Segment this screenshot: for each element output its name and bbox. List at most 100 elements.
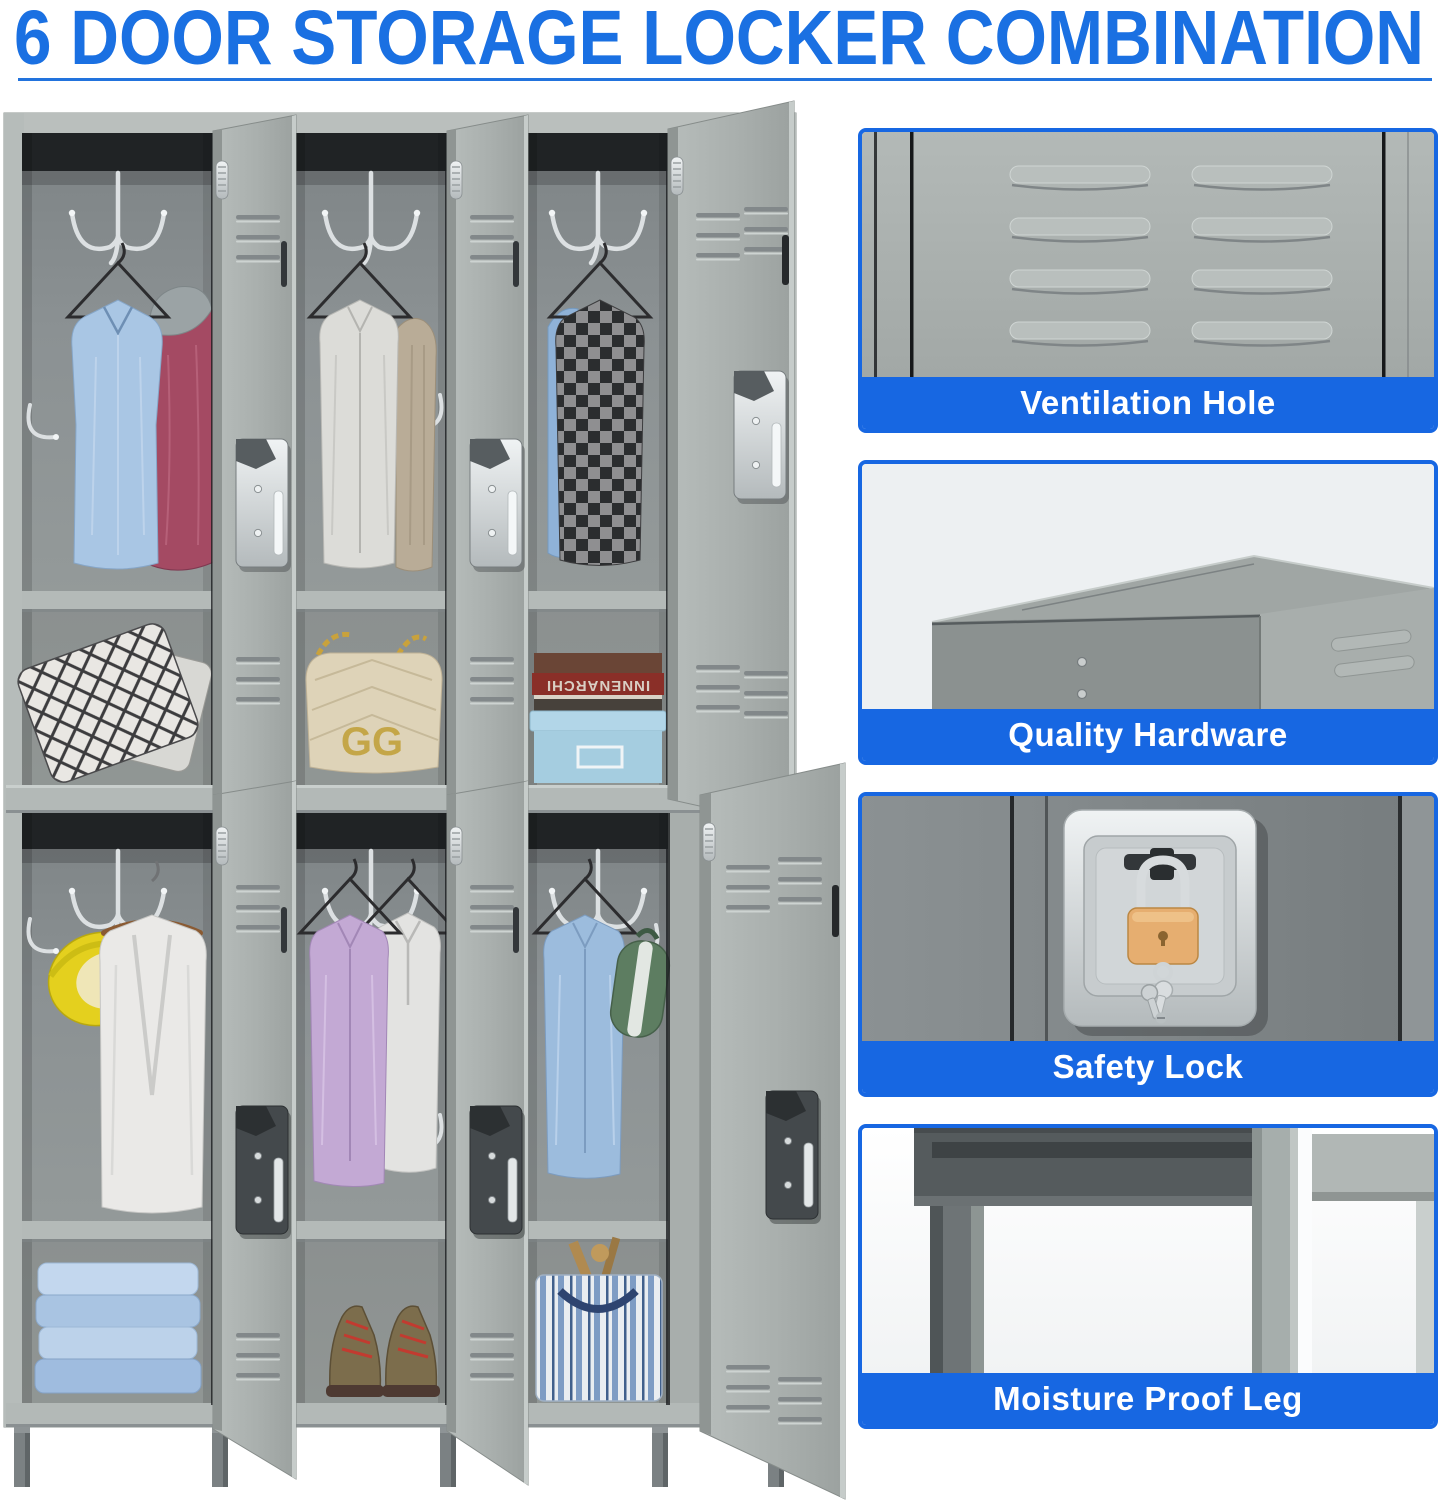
door-vents [236,657,280,705]
louver-vents [1009,165,1333,347]
feature-card-ventilation-hole: Ventilation Hole [858,128,1438,433]
hoodie [149,285,217,571]
door-vents [726,1365,770,1413]
title-banner: 6 DOOR STORAGE LOCKER COMBINATION [0,0,1440,80]
feature-banner: Moisture Proof Leg [862,1373,1434,1425]
feature-card-moisture-proof-leg: Moisture Proof Leg [858,1124,1438,1429]
door-latch [765,1090,822,1225]
page-title: 6 DOOR STORAGE LOCKER COMBINATION [14,0,1424,80]
bag-monogram: GG [341,720,403,764]
locker-illustration: GG INNENARCHI [3,100,846,1500]
door-vents [744,207,788,255]
door-latch [469,438,526,573]
feature-banner: Ventilation Hole [862,377,1434,429]
open-doors [212,100,846,1500]
green-bag [609,928,671,1038]
feature-label: Moisture Proof Leg [993,1380,1303,1417]
door-bottom-1 [212,780,297,1480]
door-vents [744,671,788,719]
leg-frame [914,1128,1434,1373]
title-underline [18,78,1432,81]
bay-3-top: INNENARCHI [528,133,668,785]
door-latch [469,1105,526,1240]
feature-label: Ventilation Hole [1020,384,1276,421]
sneakers [326,1305,440,1397]
striped-basket [535,1236,663,1402]
door-top-1 [212,114,297,816]
door-vents [236,215,280,263]
bay-2-bottom [296,813,460,1405]
feature-banner: Quality Hardware [862,709,1434,761]
denim-shirt [533,857,637,1179]
mid-rail [6,785,794,813]
locker-top-corner [931,554,1434,709]
hinge-icon [449,160,463,200]
locker-legs [14,1427,784,1487]
door-vents [726,865,770,913]
feature-card-safety-lock: Safety Lock [858,792,1438,1097]
handle-slot [281,241,287,287]
hanging-shirt [308,241,412,569]
locker-row-top: GG INNENARCHI [17,133,668,785]
storage-box [529,710,667,783]
handle-slot [513,907,519,953]
pillow [17,623,212,783]
door-vents [470,215,514,263]
bay-1-bottom [22,813,213,1405]
hinge-icon [215,160,229,200]
lavender-shirt [298,857,402,1188]
keys-icon [1140,962,1174,1021]
bottom-rail [6,1403,794,1427]
white-polo [356,857,460,1173]
bay-2-top: GG [296,133,447,785]
door-top-2 [446,114,529,816]
door-latch [235,1105,292,1240]
screw-icon [1076,656,1088,668]
door-latch [733,370,790,505]
door-vents [236,885,280,933]
books: INNENARCHI [532,653,664,711]
handle-slot [782,235,789,285]
door-latch [235,438,292,573]
door-vents [696,213,740,261]
bay-3-bottom [528,813,671,1405]
door-bottom-3 [699,762,846,1500]
hanging-shirt [66,241,170,570]
hinge-icon [670,156,684,196]
handle-slot [281,907,287,953]
door-top-3 [667,100,795,828]
moisture-proof-leg-image [862,1128,1434,1373]
handle-slot [832,885,839,937]
folded-clothes [34,1262,202,1394]
feature-label: Quality Hardware [1008,716,1288,753]
screw-icon [1076,688,1088,700]
plaid-shirt [548,241,652,566]
hinge-icon [215,826,229,866]
door-vents [778,857,822,905]
door-vents [778,1377,822,1425]
hinge-icon [449,826,463,866]
white-robe [99,861,207,1214]
book-spine-text: INNENARCHI [546,677,650,694]
feature-card-quality-hardware: Quality Hardware [858,460,1438,765]
ventilation-hole-image [862,132,1434,377]
hinge-icon [702,822,716,862]
feature-label: Safety Lock [1052,1048,1244,1085]
door-vents [470,1333,514,1381]
feature-list: Ventilation Hole Quali [858,128,1438,1429]
leg [14,1427,30,1487]
door-vents [236,1333,280,1381]
door-vents [696,665,740,713]
leg [652,1427,668,1487]
feature-banner: Safety Lock [862,1041,1434,1093]
locker-row-bottom [22,813,671,1405]
handbag: GG [305,631,443,774]
cardigan [395,318,437,572]
handle-slot [513,241,519,287]
padlock-icon [1127,855,1199,965]
safety-lock-image [862,796,1434,1041]
door-bottom-2 [446,780,529,1486]
title-svg: 6 DOOR STORAGE LOCKER COMBINATION [14,0,1424,80]
quality-hardware-image [862,464,1434,709]
